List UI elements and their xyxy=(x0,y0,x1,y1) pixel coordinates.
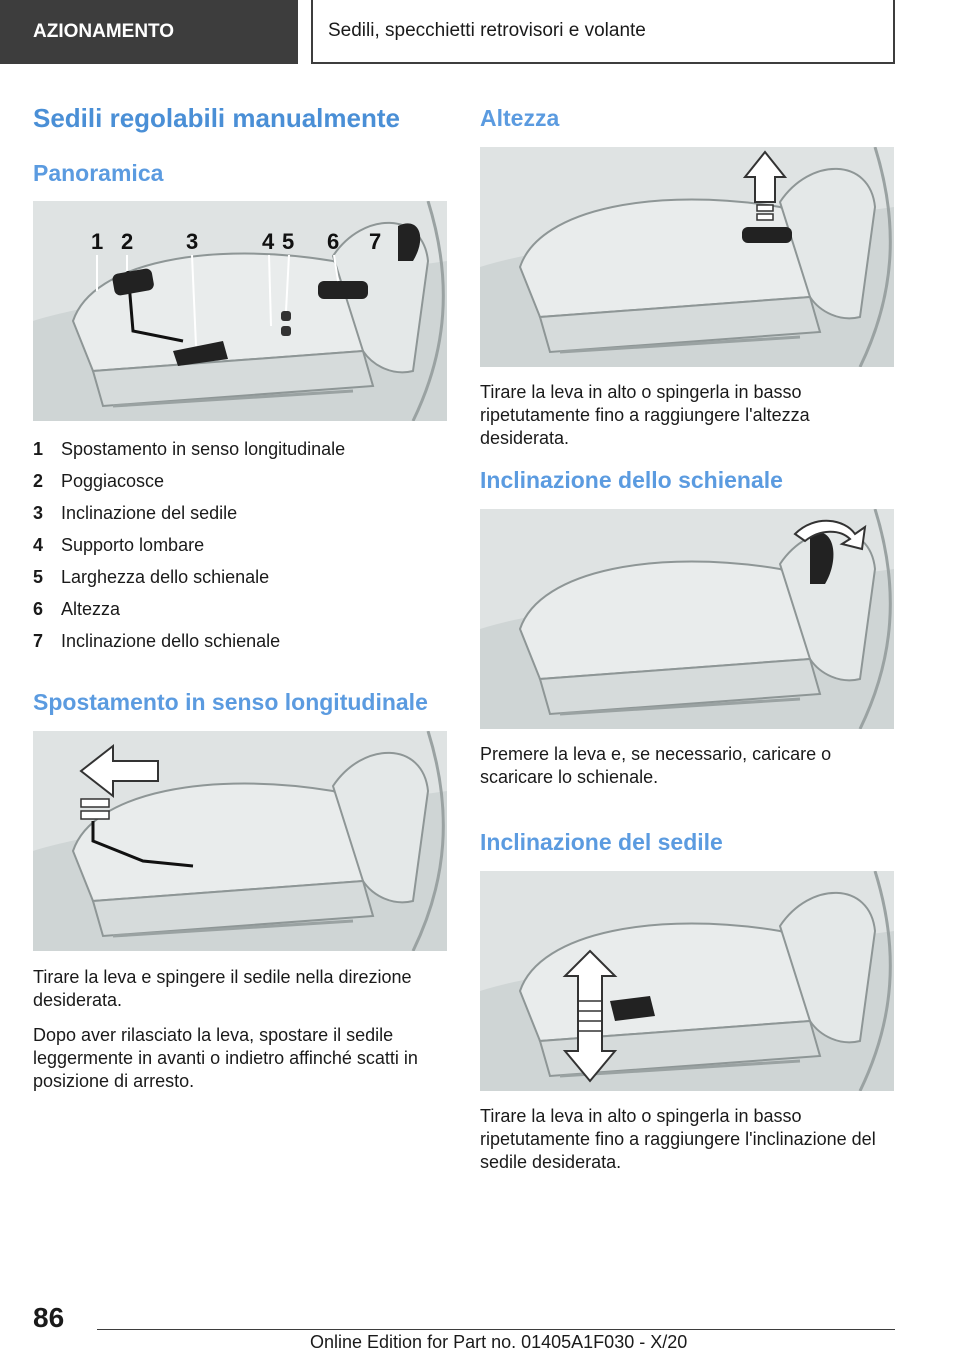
seat-overview-illustration: 1 2 3 4 5 6 7 xyxy=(33,201,447,421)
backrest-heading: Inclinazione dello schienale xyxy=(480,467,783,493)
legend-text: Larghezza dello schienale xyxy=(61,566,270,587)
longitudinal-illustration xyxy=(33,731,447,951)
legend-text: Altezza xyxy=(61,598,121,619)
height-heading: Altezza xyxy=(480,105,560,131)
page-title: Sedili regolabili manualmente xyxy=(33,103,400,133)
header-section-label: AZIONAMENTO xyxy=(33,21,175,42)
seat-tilt-figure xyxy=(480,871,894,1091)
overview-label-4: 4 xyxy=(262,229,275,254)
overview-label-7: 7 xyxy=(369,229,381,254)
overview-label-3: 3 xyxy=(186,229,198,254)
longitudinal-paragraph-1: Tirare la leva e spingere il sedile nell… xyxy=(33,967,412,1010)
legend-number: 2 xyxy=(33,470,44,491)
height-figure xyxy=(480,147,894,367)
seat-overview-figure: 1 2 3 4 5 6 7 xyxy=(33,201,447,421)
legend-number: 1 xyxy=(33,438,44,459)
legend-item: 4 Supporto lombare xyxy=(33,529,447,561)
height-paragraph: Tirare la leva in alto o spingerla in ba… xyxy=(480,382,810,448)
overview-legend: 1 Spostamento in senso longitudinale 2 Pog… xyxy=(33,433,447,657)
overview-heading: Panoramica xyxy=(33,160,164,186)
footer-edition: Online Edition for Part no. 01405A1F030 … xyxy=(310,1332,688,1352)
longitudinal-figure xyxy=(33,731,447,951)
legend-text: Poggiacosce xyxy=(61,470,165,491)
legend-number: 4 xyxy=(33,534,44,555)
backrest-paragraph: Premere la leva e, se necessario, carica… xyxy=(480,744,832,787)
legend-text: Supporto lombare xyxy=(61,534,205,555)
legend-item: 7 Inclinazione dello schienale xyxy=(33,625,447,657)
legend-item: 5 Larghezza dello schienale xyxy=(33,561,447,593)
seat-tilt-paragraph: Tirare la leva in alto o spingerla in ba… xyxy=(480,1106,876,1172)
legend-number: 5 xyxy=(33,566,44,587)
legend-text: Spostamento in senso longitudinale xyxy=(61,438,346,459)
backrest-illustration xyxy=(480,509,894,729)
backrest-figure xyxy=(480,509,894,729)
overview-label-5: 5 xyxy=(282,229,294,254)
longitudinal-paragraph-2: Dopo aver rilasciato la leva, spostare i… xyxy=(33,1025,418,1091)
overview-label-1: 1 xyxy=(91,229,103,254)
overview-label-2: 2 xyxy=(121,229,133,254)
seat-tilt-illustration xyxy=(480,871,894,1091)
legend-item: 3 Inclinazione del sedile xyxy=(33,497,447,529)
seat-tilt-heading: Inclinazione del sedile xyxy=(480,829,723,855)
header-chapter: Sedili, specchietti retrovisori e volant… xyxy=(311,0,895,64)
legend-item: 2 Poggiacosce xyxy=(33,465,447,497)
header-section: AZIONAMENTO xyxy=(0,0,298,64)
legend-text: Inclinazione dello schienale xyxy=(61,630,281,651)
legend-text: Inclinazione del sedile xyxy=(61,502,238,523)
legend-number: 6 xyxy=(33,598,44,619)
footer-divider xyxy=(97,1329,895,1330)
page-number: 86 xyxy=(33,1302,65,1333)
overview-label-6: 6 xyxy=(327,229,339,254)
legend-item: 6 Altezza xyxy=(33,593,447,625)
header-chapter-label: Sedili, specchietti retrovisori e volant… xyxy=(328,20,646,41)
longitudinal-heading: Spostamento in senso longitudinale xyxy=(33,689,428,715)
legend-item: 1 Spostamento in senso longitudinale xyxy=(33,433,447,465)
legend-number: 3 xyxy=(33,502,44,523)
legend-number: 7 xyxy=(33,630,44,651)
height-illustration xyxy=(480,147,894,367)
